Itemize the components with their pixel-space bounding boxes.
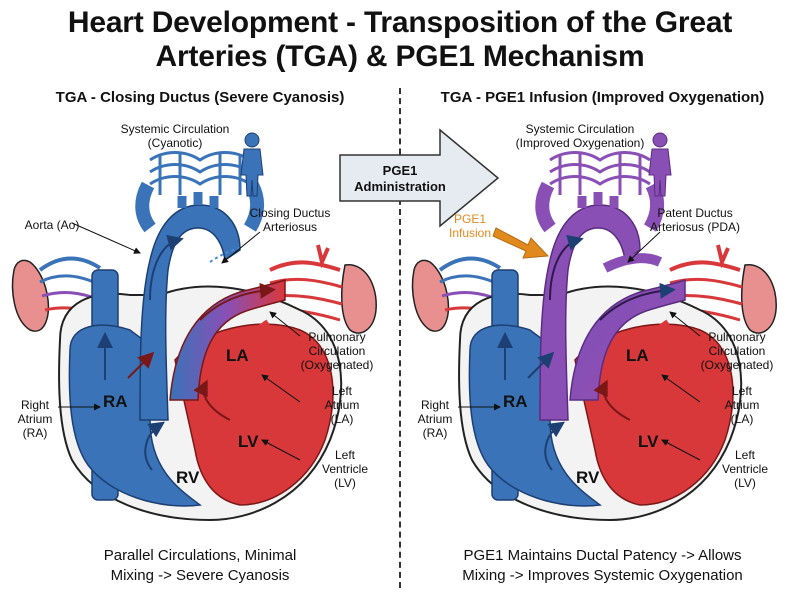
left-ductus-line-1: Closing Ductus [249,206,331,220]
left-systemic-line-1: Systemic Circulation [120,122,230,136]
left-la-label: Left Atrium (LA) [312,384,372,426]
right-pulmonary-line-1: Pulmonary [708,330,766,344]
page-title: Heart Development - Transposition of the… [0,6,800,74]
right-pulmonary-label: Pulmonary Circulation (Oxygenated) [692,330,782,372]
right-ductus-line-1: Patent Ductus [657,206,733,220]
left-la-line-1: Left [331,384,352,398]
right-chamber-rv: RV [576,468,600,487]
left-aorta-label: Aorta (Ao) [24,218,80,232]
right-lv-line-1: Left [734,448,755,462]
left-pulmonary-artery [169,278,286,401]
pge1-administration-label: PGE1 Administration [345,163,455,195]
left-left-heart [174,323,334,506]
right-la-line-1: Left [731,384,752,398]
right-human-icon [648,132,672,197]
right-aorta [539,204,641,421]
left-human-icon [240,132,264,197]
left-systemic-label: Systemic Circulation (Cyanotic) [105,122,245,150]
right-ductus-label: Patent Ductus Arteriosus (PDA) [640,206,750,234]
left-chamber-la: LA [226,346,249,365]
right-systemic-line-2: (Improved Oxygenation) [515,136,645,150]
right-lv-label: Left Ventricle (LV) [710,448,780,490]
left-chamber-ra: RA [103,392,128,411]
right-caption: PGE1 Maintains Ductal Patency -> Allows … [410,546,795,586]
left-ra-line-3: (RA) [22,426,48,440]
pge1-administration-line-2: Administration [354,179,446,194]
left-lv-label: Left Ventricle (LV) [310,448,380,490]
left-right-heart [68,324,202,507]
right-ra-line-1: Right [420,398,449,412]
left-ductus-line-2: Arteriosus [262,220,318,234]
left-lung-left [11,259,50,332]
left-caption-line-1: Parallel Circulations, Minimal [103,547,297,564]
right-caption-line-1: PGE1 Maintains Ductal Patency -> Allows [463,547,742,564]
right-ra-line-3: (RA) [422,426,448,440]
left-la-line-2: Atrium [324,398,360,412]
left-lung-right [340,264,377,334]
left-panel-title: TGA - Closing Ductus (Severe Cyanosis) [55,89,345,106]
pge1-administration-line-1: PGE1 [382,163,418,178]
title-line-1: Heart Development - Transposition of the… [67,6,733,39]
right-ra-line-2: Atrium [417,412,453,426]
panel-divider [399,88,401,588]
right-systemic-line-1: Systemic Circulation [525,122,635,136]
right-la-line-2: Atrium [724,398,760,412]
left-chamber-rv: RV [176,468,200,487]
right-right-heart [468,324,602,507]
pge1-infusion-label: PGE1 Infusion [440,212,500,240]
left-chamber-lv: LV [238,432,259,451]
left-ra-line-1: Right [20,398,49,412]
right-lv-line-2: Ventricle [721,462,769,476]
right-lv-line-3: (LV) [734,476,756,490]
left-ra-label: Right Atrium (RA) [10,398,60,440]
right-lung-right [740,264,777,334]
left-aorta [139,204,241,421]
pge1-administration-arrow [339,128,500,228]
left-pulmonary-label: Pulmonary Circulation (Oxygenated) [292,330,382,372]
left-heart-diagram [11,132,377,522]
right-pulmonary-line-2: Circulation [708,344,766,358]
left-ra-line-2: Atrium [17,412,53,426]
right-pulmonary-artery [569,278,686,401]
right-systemic-label: Systemic Circulation (Improved Oxygenati… [505,122,655,150]
left-pulmonary-line-2: Circulation [308,344,366,358]
right-ductus-line-2: Arteriosus (PDA) [649,220,741,234]
right-chamber-lv: LV [638,432,659,451]
right-left-heart [574,323,734,506]
right-heart-diagram [411,132,777,522]
right-chamber-ra: RA [503,392,528,411]
right-lung-left [411,259,450,332]
left-pulmonary-line-3: (Oxygenated) [300,358,374,372]
pge1-infusion-line-2: Infusion [448,226,492,240]
left-lv-line-2: Ventricle [321,462,369,476]
left-la-line-3: (LA) [330,412,354,426]
right-panel-title: TGA - PGE1 Infusion (Improved Oxygenatio… [440,89,765,106]
right-la-line-3: (LA) [730,412,754,426]
left-ductus-label: Closing Ductus Arteriosus [240,206,340,234]
pge1-infusion-line-1: PGE1 [453,212,486,226]
left-pulmonary-line-1: Pulmonary [308,330,366,344]
right-ra-label: Right Atrium (RA) [410,398,460,440]
right-pulmonary-line-3: (Oxygenated) [700,358,774,372]
left-caption: Parallel Circulations, Minimal Mixing ->… [15,546,385,586]
left-lv-line-1: Left [334,448,355,462]
right-chamber-la: LA [626,346,649,365]
left-systemic-line-2: (Cyanotic) [147,136,203,150]
right-la-label: Left Atrium (LA) [712,384,772,426]
left-caption-line-2: Mixing -> Severe Cyanosis [110,567,290,584]
pge1-infusion-arrow [492,227,550,259]
left-lv-line-3: (LV) [334,476,356,490]
right-caption-line-2: Mixing -> Improves Systemic Oxygenation [462,567,743,584]
title-line-2: Arteries (TGA) & PGE1 Mechanism [155,40,645,73]
